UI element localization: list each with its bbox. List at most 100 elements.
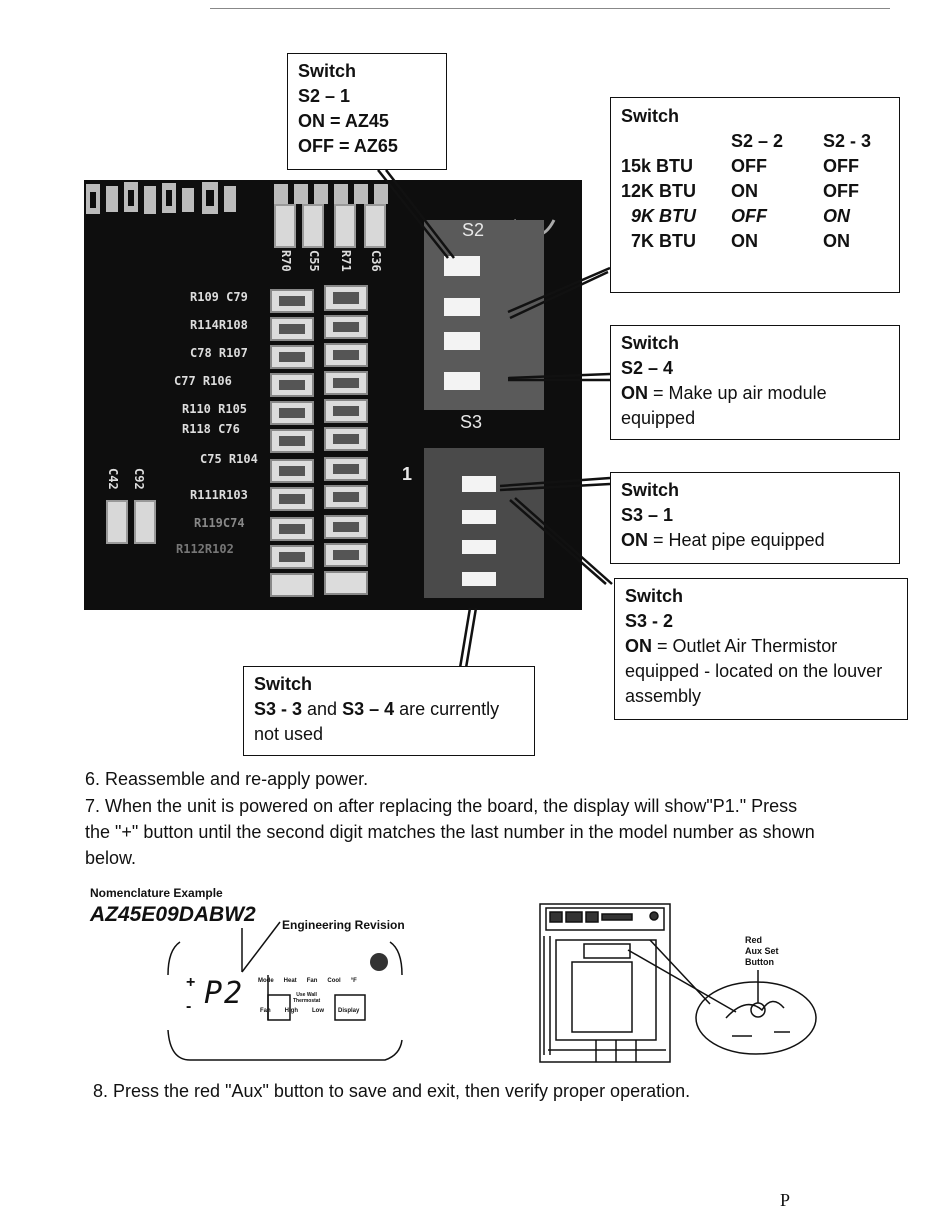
board-ref-2: C78 R107 xyxy=(190,346,248,360)
and-text: and xyxy=(302,699,342,719)
board-ref-vertical-1: C55 xyxy=(307,250,321,272)
page-number: P xyxy=(780,1190,790,1211)
s3-key-4 xyxy=(462,572,496,586)
panel-top-labels: Mode Heat Fan Cool °F xyxy=(258,978,378,984)
callout-s3-3-desc: S3 - 3 and S3 – 4 are currently not used xyxy=(254,697,524,747)
s3-4-key: S3 – 4 xyxy=(342,699,394,719)
component-r70 xyxy=(274,204,296,248)
callout-s2-4-heading: Switch xyxy=(621,331,889,356)
board-ref-left-1: C92 xyxy=(132,468,146,490)
red-aux-set-button-label: Red Aux Set Button xyxy=(745,935,779,968)
pin1-label: 1 xyxy=(402,464,412,485)
component-c92 xyxy=(134,500,156,544)
board-ref-1: R114R108 xyxy=(190,318,248,332)
display-label: Display xyxy=(338,1008,359,1014)
row-s2-2: OFF xyxy=(731,204,823,229)
callout-s2-btu-table: Switch S2 – 2 S2 - 3 15k BTU OFF OFF 12K… xyxy=(610,97,900,293)
aux-set-label: Aux Set xyxy=(745,946,779,957)
row-s2-2: ON xyxy=(731,179,823,204)
row-s2-3: OFF xyxy=(823,179,871,204)
on-key: ON xyxy=(625,636,652,656)
row-label: 9K BTU xyxy=(621,204,731,229)
fan-bottom-label: Fan xyxy=(260,1008,271,1014)
row-s2-3: ON xyxy=(823,229,871,254)
smd-chip-columns xyxy=(269,280,379,610)
callout-s2-4: Switch S2 – 4 ON = Make up air module eq… xyxy=(610,325,900,440)
on-key: ON xyxy=(621,383,648,403)
board-ref-4: R110 R105 xyxy=(182,402,247,416)
step-8: 8. Press the red "Aux" button to save an… xyxy=(93,1078,913,1104)
callout-s3-1-switch: S3 – 1 xyxy=(621,503,889,528)
row-s2-2: ON xyxy=(731,229,823,254)
on-value: = AZ45 xyxy=(325,111,389,131)
component-r71 xyxy=(334,204,356,248)
board-ref-vertical-3: C36 xyxy=(369,250,383,272)
s2-key-2 xyxy=(444,298,480,316)
table-row: 9K BTU OFF ON xyxy=(621,204,871,229)
step-7: 7. When the unit is powered on after rep… xyxy=(85,793,825,871)
table-header-row: S2 – 2 S2 - 3 xyxy=(621,129,871,154)
column-s2-3: S2 - 3 xyxy=(823,129,871,154)
callout-s3-1: Switch S3 – 1 ON = Heat pipe equipped xyxy=(610,472,900,564)
board-ref-5: R118 C76 xyxy=(182,422,240,436)
table-row: 15k BTU OFF OFF xyxy=(621,154,871,179)
board-ref-8: R119C74 xyxy=(194,516,245,530)
s3-3-key: S3 - 3 xyxy=(254,699,302,719)
panel-mid-labels: Use Wall Thermostat xyxy=(293,992,320,1004)
plus-key: + xyxy=(186,974,195,992)
callout-s2-1-on: ON = AZ45 xyxy=(298,109,436,134)
callout-s2-1-switch: S2 – 1 xyxy=(298,84,436,109)
display-panel-diagram xyxy=(160,920,410,1065)
board-ref-vertical-0: R70 xyxy=(279,250,293,272)
callout-s2-4-switch: S2 – 4 xyxy=(621,356,889,381)
degf-label: °F xyxy=(351,978,357,984)
desc-text: = Make up air module equipped xyxy=(621,383,827,428)
s2-label: S2 xyxy=(462,220,484,241)
s3-key-2 xyxy=(462,510,496,524)
thermostat-label: Thermostat xyxy=(293,998,320,1004)
table-row: 7K BTU ON ON xyxy=(621,229,871,254)
callout-s3-2: Switch S3 - 2 ON = Outlet Air Thermistor… xyxy=(614,578,908,720)
callout-s3-1-heading: Switch xyxy=(621,478,889,503)
s3-key-3 xyxy=(462,540,496,554)
board-ref-6: C75 R104 xyxy=(200,452,258,466)
display-digits: P2 xyxy=(204,976,244,1011)
nomenclature-heading: Nomenclature Example xyxy=(90,886,223,900)
row-s2-3: OFF xyxy=(823,154,871,179)
callout-s3-1-desc: ON = Heat pipe equipped xyxy=(621,528,889,553)
top-rule xyxy=(210,8,890,9)
fan-label: Fan xyxy=(307,978,318,984)
component-c42 xyxy=(106,500,128,544)
step-6: 6. Reassemble and re-apply power. xyxy=(85,766,905,792)
row-s2-2: OFF xyxy=(731,154,823,179)
callout-s2-table-heading: Switch xyxy=(621,104,889,129)
component-c55 xyxy=(302,204,324,248)
button-label: Button xyxy=(745,957,779,968)
column-s2-2: S2 – 2 xyxy=(731,129,823,154)
on-key: ON xyxy=(621,530,648,550)
callout-s3-3-4: Switch S3 - 3 and S3 – 4 are currently n… xyxy=(243,666,535,756)
callout-s2-1: Switch S2 – 1 ON = AZ45 OFF = AZ65 xyxy=(287,53,447,170)
minus-key: - xyxy=(186,998,191,1016)
s2-key-1 xyxy=(444,256,480,276)
s2-key-4 xyxy=(444,372,480,390)
desc-text: = Outlet Air Thermistor equipped - locat… xyxy=(625,636,882,706)
callout-s2-1-heading: Switch xyxy=(298,59,436,84)
callout-s3-2-desc: ON = Outlet Air Thermistor equipped - lo… xyxy=(625,634,897,709)
row-label: 12K BTU xyxy=(621,179,731,204)
callout-s3-2-heading: Switch xyxy=(625,584,897,609)
board-ref-7: R111R103 xyxy=(190,488,248,502)
board-ref-3: C77 R106 xyxy=(174,374,232,388)
board-ref-9: R112R102 xyxy=(176,542,234,556)
table-row: 12K BTU ON OFF xyxy=(621,179,871,204)
panel-bottom-labels: Fan High Low Display xyxy=(260,1008,380,1014)
callout-s3-2-switch: S3 - 2 xyxy=(625,609,897,634)
off-key: OFF xyxy=(298,136,334,156)
row-s2-3: ON xyxy=(823,204,871,229)
circuit-board-photo: R70 C55 R71 C36 R109 C79 R114R108 C78 R1… xyxy=(84,180,582,610)
on-key: ON xyxy=(298,111,325,131)
off-value: = AZ65 xyxy=(334,136,398,156)
board-ref-0: R109 C79 xyxy=(190,290,248,304)
heat-label: Heat xyxy=(284,978,297,984)
board-ref-vertical-2: R71 xyxy=(339,250,353,272)
